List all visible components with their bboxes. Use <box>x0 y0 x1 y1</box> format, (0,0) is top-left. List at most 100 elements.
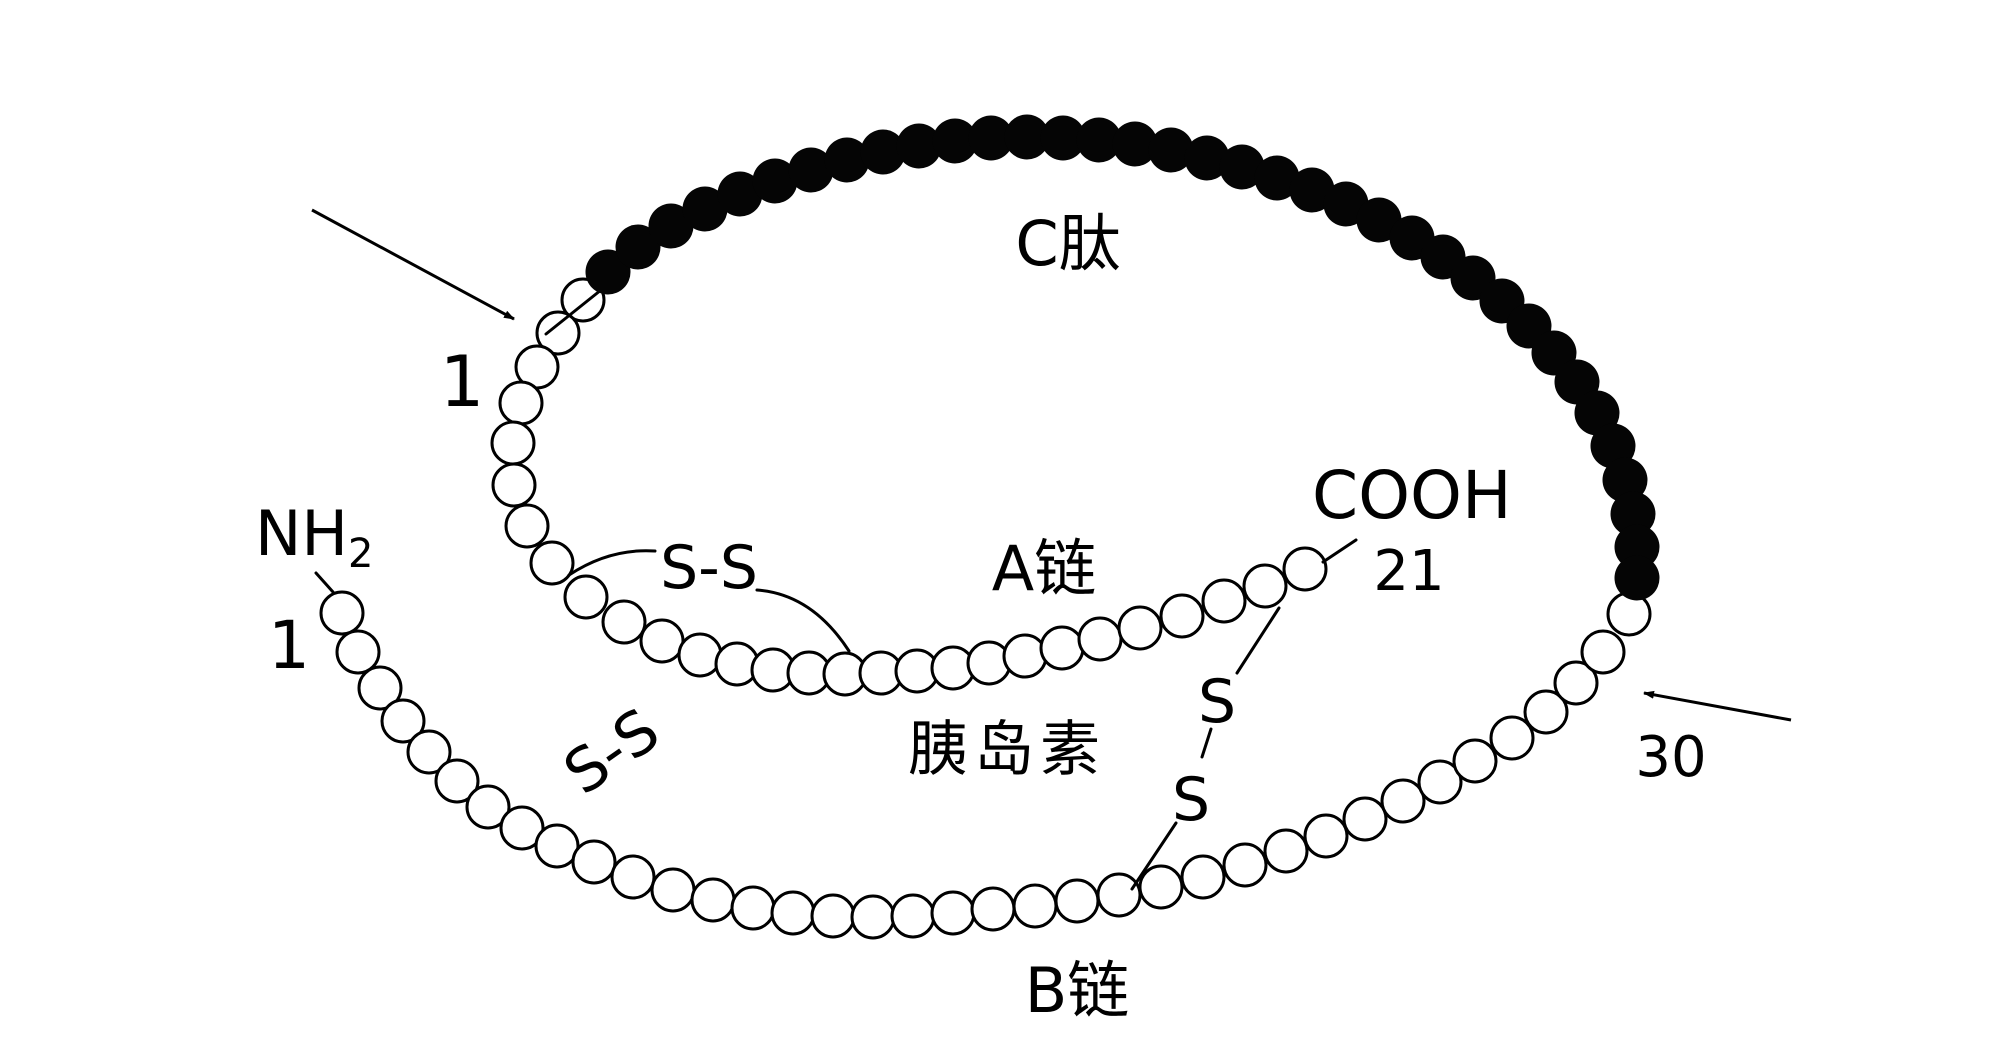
b-chain-residue-bead <box>1580 629 1626 675</box>
c-peptide-residue-bead <box>1610 491 1656 537</box>
a-chain-residue-bead <box>601 599 647 645</box>
b-chain-residue-bead <box>434 758 480 804</box>
inter-chain-disulfide-s-lower: S <box>1172 765 1210 835</box>
a-chain-label: A链 <box>992 532 1096 605</box>
a-chain-residue-bead <box>529 540 575 586</box>
b30-cleavage-arrow <box>1643 690 1792 722</box>
a-intra-left-curve <box>567 549 657 577</box>
a-chain-residue-bead <box>535 310 581 356</box>
b-chain-residue-bead <box>890 893 936 939</box>
b-chain-residue-bead <box>690 877 736 923</box>
a-chain-residue-bead <box>490 420 536 466</box>
a-chain-residue-bead <box>639 618 685 664</box>
a-chain-residue-bead <box>498 380 544 426</box>
b-chain-residue-bead <box>810 893 856 939</box>
inter-chain-disulfide-left-label: S-S <box>552 695 672 808</box>
b-chain-residue-bead <box>1180 854 1226 900</box>
c-peptide-residue-bead <box>585 249 631 295</box>
a-chain-residue-bead <box>563 574 609 620</box>
c-peptide-residue-bead <box>860 129 906 175</box>
b-chain-residue-bead <box>1489 715 1535 761</box>
a-chain-beads <box>490 277 1328 697</box>
a-chain-residue-1-number: 1 <box>440 341 485 423</box>
c-peptide-residue-bead <box>824 137 870 183</box>
c-peptide-residue-bead <box>615 224 661 270</box>
b-chain-residue-bead <box>1222 842 1268 888</box>
b-chain-residue-bead <box>770 890 816 936</box>
b-chain-residue-bead <box>970 886 1016 932</box>
c-peptide-residue-bead <box>648 203 694 249</box>
c-peptide-beads <box>585 114 1660 601</box>
b-chain-residue-bead <box>1342 796 1388 842</box>
nh2-subscript: 2 <box>348 531 373 577</box>
c-peptide-residue-bead <box>1614 555 1660 601</box>
nh2-terminal-label: NH2 <box>255 497 373 577</box>
a-chain-residue-bead <box>1159 593 1205 639</box>
s-s-mini-bond <box>1200 727 1213 759</box>
b-chain-residue-bead <box>650 867 696 913</box>
c-peptide-residue-bead <box>1219 144 1265 190</box>
a-intra-right-curve <box>755 588 851 653</box>
b-chain-residue-bead <box>850 894 896 940</box>
c-peptide-residue-bead <box>1590 423 1636 469</box>
c-peptide-residue-bead <box>1112 121 1158 167</box>
b-chain-label: B链 <box>1025 954 1130 1027</box>
b-chain-residue-bead <box>1138 864 1184 910</box>
c-peptide-residue-bead <box>1289 167 1335 213</box>
b-chain-residue-bead <box>406 729 452 775</box>
cooh-terminal-label: COOH <box>1312 457 1512 534</box>
a1-cleavage-arrow <box>311 208 515 321</box>
b-chain-residue-bead <box>610 854 656 900</box>
a-chain-residue-bead <box>491 462 537 508</box>
b-chain-residue-bead <box>1553 660 1599 706</box>
b-chain-residue-bead <box>534 823 580 869</box>
a-chain-residue-bead <box>1002 633 1048 679</box>
b-chain-residue-bead <box>1054 878 1100 924</box>
a-intra-disulfide-label: S-S <box>660 533 758 603</box>
b-chain-residue-bead <box>1417 759 1463 805</box>
b-chain-residue-1-number: 1 <box>268 607 310 684</box>
c-peptide-residue-bead <box>896 123 942 169</box>
a-chain-residue-bead <box>677 632 723 678</box>
c-peptide-residue-bead <box>1184 135 1230 181</box>
b-chain-beads <box>319 590 1652 940</box>
a-chain-residue-bead <box>1282 546 1328 592</box>
a-chain-residue-bead <box>1039 625 1085 671</box>
c-peptide-residue-bead <box>1356 197 1402 243</box>
b-chain-residue-bead <box>1303 813 1349 859</box>
b-chain-residue-bead <box>571 839 617 885</box>
inter-chain-disulfide-s-upper: S <box>1198 667 1236 737</box>
a-chain-residue-bead <box>1201 578 1247 624</box>
b-chain-residue-bead <box>499 805 545 851</box>
c-peptide-residue-bead <box>1148 127 1194 173</box>
b-chain-residue-bead <box>1380 778 1426 824</box>
b-chain-residue-bead <box>1523 689 1569 735</box>
b-chain-residue-30-number: 30 <box>1635 725 1706 790</box>
b-chain-residue-bead <box>1096 872 1142 918</box>
b-chain-residue-bead <box>1263 828 1309 874</box>
s-upper-bond <box>1235 606 1281 675</box>
a-chain-residue-bead <box>1077 616 1123 662</box>
c-peptide-residue-bead <box>788 147 834 193</box>
b-chain-residue-bead <box>730 885 776 931</box>
b-chain-residue-bead <box>1452 738 1498 784</box>
a-chain-residue-bead <box>1117 605 1163 651</box>
c-peptide-residue-bead <box>1254 155 1300 201</box>
c-peptide-residue-bead <box>717 171 763 217</box>
b-chain-residue-bead <box>1012 883 1058 929</box>
c-peptide-residue-bead <box>1614 524 1660 570</box>
a-chain-residue-bead <box>504 503 550 549</box>
b-chain-residue-bead <box>380 698 426 744</box>
c-peptide-residue-bead <box>1040 115 1086 161</box>
nh2-bond <box>314 571 335 594</box>
a-chain-residue-bead <box>560 277 606 323</box>
b-chain-residue-bead <box>335 629 381 675</box>
c-peptide-residue-bead <box>1004 114 1050 160</box>
cleavage-site-arrows <box>311 208 1792 722</box>
a-chain-residue-bead <box>1242 563 1288 609</box>
c-peptide-residue-bead <box>968 115 1014 161</box>
b-chain-residue-bead <box>357 665 403 711</box>
insulin-label: 胰岛素 <box>908 715 1106 785</box>
